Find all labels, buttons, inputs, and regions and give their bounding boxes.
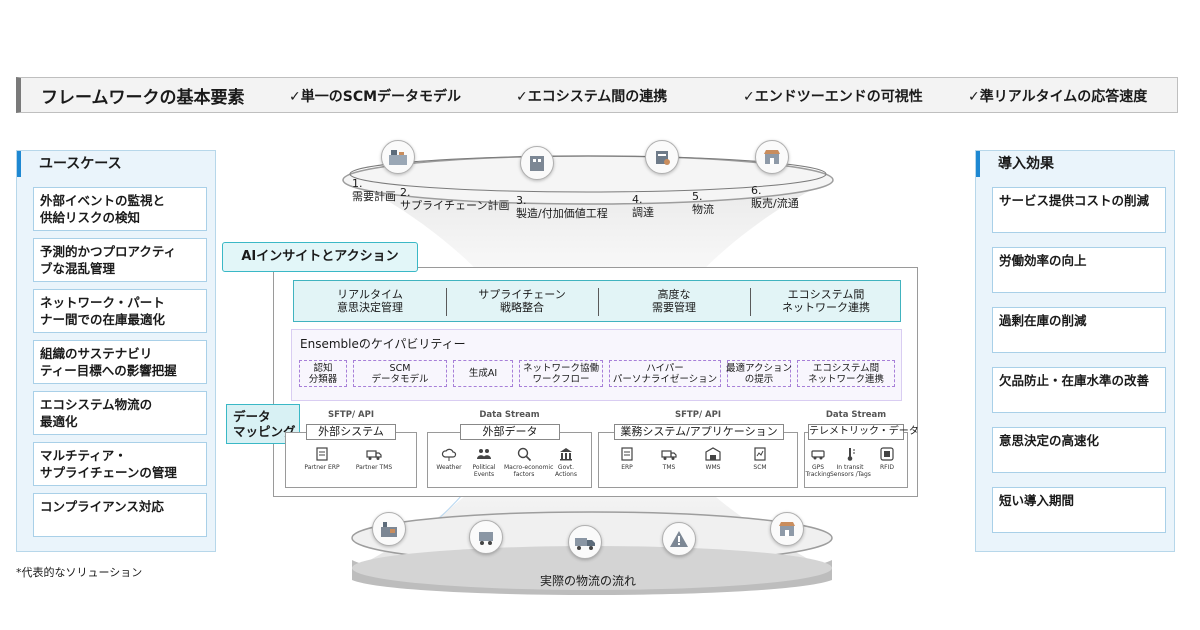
source-political-events: Political Events [464, 446, 504, 478]
capability-item: ネットワーク協働 ワークフロー [519, 360, 603, 387]
banner-title: フレームワークの基本要素 [41, 88, 245, 108]
group-label: 外部システム [306, 424, 396, 440]
source-gps: GPS Tracking [798, 446, 838, 478]
warning-icon [662, 522, 696, 556]
source-sensors: In transit Sensors /Tags [830, 446, 871, 478]
manufacturing-icon [520, 146, 554, 180]
magnifier-icon [517, 447, 532, 462]
capability-item: 最適アクション の提示 [726, 360, 792, 387]
capability-item: ハイパー パーソナライゼーション [609, 360, 721, 387]
use-case-card: ネットワーク・パート ナー間での在庫最適化 [33, 289, 207, 333]
use-case-card: エコシステム物流の 最適化 [33, 391, 207, 435]
document-icon [754, 447, 766, 461]
ai-insights-tab: AIインサイトとアクション [222, 242, 418, 272]
benefit-card: 意思決定の高速化 [992, 427, 1166, 473]
decision-item: リアルタイム 意思決定管理 [337, 288, 403, 314]
capability-item: 生成AI [453, 360, 513, 387]
weather-icon [441, 448, 457, 461]
demand-planning-icon [381, 140, 415, 174]
capability-item: エコシステム間 ネットワーク連携 [797, 360, 895, 387]
warehouse-icon [705, 447, 721, 461]
framework-banner: フレームワークの基本要素 ✓単一のSCMデータモデル ✓エコシステム間の連携 ✓… [16, 77, 1178, 113]
people-icon [477, 449, 491, 459]
benefits-title: 導入効果 [976, 151, 1174, 177]
use-case-card: 予測的かつプロアクティ ブな混乱管理 [33, 238, 207, 282]
capabilities-title: Ensembleのケイパビリティー [300, 337, 466, 351]
source-scm: SCM [740, 446, 780, 471]
use-case-card: 組織のサステナビリ ティー目標への影響把握 [33, 340, 207, 384]
group-kind: SFTP/ API [328, 410, 374, 420]
process-step: 5.物流 [692, 190, 714, 216]
decision-item: エコシステム間 ネットワーク連携 [782, 288, 870, 314]
cart-icon [469, 520, 503, 554]
source-erp: ERP [607, 446, 647, 471]
government-icon [560, 448, 572, 461]
source-group-external-systems [285, 432, 417, 488]
use-case-card: マルチティア・ サプライチェーンの管理 [33, 442, 207, 486]
decision-item: サプライチェーン 戦略整合 [478, 288, 566, 314]
process-step: 2.サプライチェーン計画 [400, 186, 510, 212]
truck-icon [366, 450, 382, 460]
server-icon [621, 447, 633, 461]
delivery-truck-icon [568, 525, 602, 559]
procurement-icon [645, 140, 679, 174]
rfid-tag-icon [880, 447, 894, 461]
process-step: 4.調達 [632, 193, 654, 219]
retail-store-icon [755, 140, 789, 174]
source-govt-actions: Govt. Actions [546, 446, 586, 478]
source-tms: TMS [649, 446, 689, 471]
source-wms: WMS [693, 446, 733, 471]
vehicle-icon [811, 450, 825, 460]
benefits-panel: 導入効果 サービス提供コストの削減 労働効率の向上 過剰在庫の削減 欠品防止・在… [975, 150, 1175, 552]
benefit-card: 労働効率の向上 [992, 247, 1166, 293]
physical-flow-label: 実際の物流の流れ [540, 574, 637, 588]
truck-icon [661, 450, 677, 460]
divider [598, 288, 599, 316]
store-icon [770, 512, 804, 546]
source-rfid: RFID [867, 446, 907, 471]
group-kind: Data Stream [825, 410, 887, 420]
benefit-card: 短い導入期間 [992, 487, 1166, 533]
group-kind: SFTP/ API [675, 410, 721, 420]
source-partner-erp: Partner ERP [302, 446, 342, 471]
benefit-card: 欠品防止・在庫水準の改善 [992, 367, 1166, 413]
group-label: 外部データ [460, 424, 560, 440]
process-step: 1.需要計画 [352, 177, 396, 203]
divider [750, 288, 751, 316]
process-step: 6.販売/流通 [751, 184, 799, 210]
capabilities-box: Ensembleのケイパビリティー 認知 分類器 SCM データモデル 生成AI… [291, 329, 902, 401]
banner-item-data-model: ✓単一のSCMデータモデル [289, 89, 462, 105]
group-label: 業務システム/アプリケーション [614, 424, 784, 440]
divider [446, 288, 447, 316]
server-icon [316, 447, 328, 461]
benefit-card: サービス提供コストの削減 [992, 187, 1166, 233]
decision-item: 高度な 需要管理 [652, 288, 696, 314]
banner-item-ecosystem: ✓エコシステム間の連携 [516, 89, 668, 105]
use-cases-title: ユースケース [17, 151, 215, 177]
data-mapping-tab: データ マッピング [226, 404, 300, 444]
source-partner-tms: Partner TMS [354, 446, 394, 471]
footnote: *代表的なソリューション [16, 566, 143, 579]
capability-item: SCM データモデル [353, 360, 447, 387]
use-case-card: 外部イベントの監視と 供給リスクの検知 [33, 187, 207, 231]
decision-bar: リアルタイム 意思決定管理 サプライチェーン 戦略整合 高度な 需要管理 エコシ… [293, 280, 901, 322]
thermometer-icon [847, 448, 855, 461]
process-step: 3.製造/付加価値工程 [516, 194, 608, 220]
group-label: テレメトリック・データ [808, 424, 919, 440]
banner-item-visibility: ✓エンドツーエンドの可視性 [743, 89, 923, 105]
benefit-card: 過剰在庫の削減 [992, 307, 1166, 353]
group-kind: Data Stream [479, 410, 540, 420]
factory-icon [372, 512, 406, 546]
use-case-card: コンプライアンス対応 [33, 493, 207, 537]
source-weather: Weather [429, 446, 469, 471]
banner-item-response: ✓準リアルタイムの応答速度 [968, 89, 1148, 105]
source-macro-economic: Macro-economic factors [504, 446, 553, 478]
capability-item: 認知 分類器 [299, 360, 347, 387]
use-cases-panel: ユースケース 外部イベントの監視と 供給リスクの検知 予測的かつプロアクティ ブ… [16, 150, 216, 552]
